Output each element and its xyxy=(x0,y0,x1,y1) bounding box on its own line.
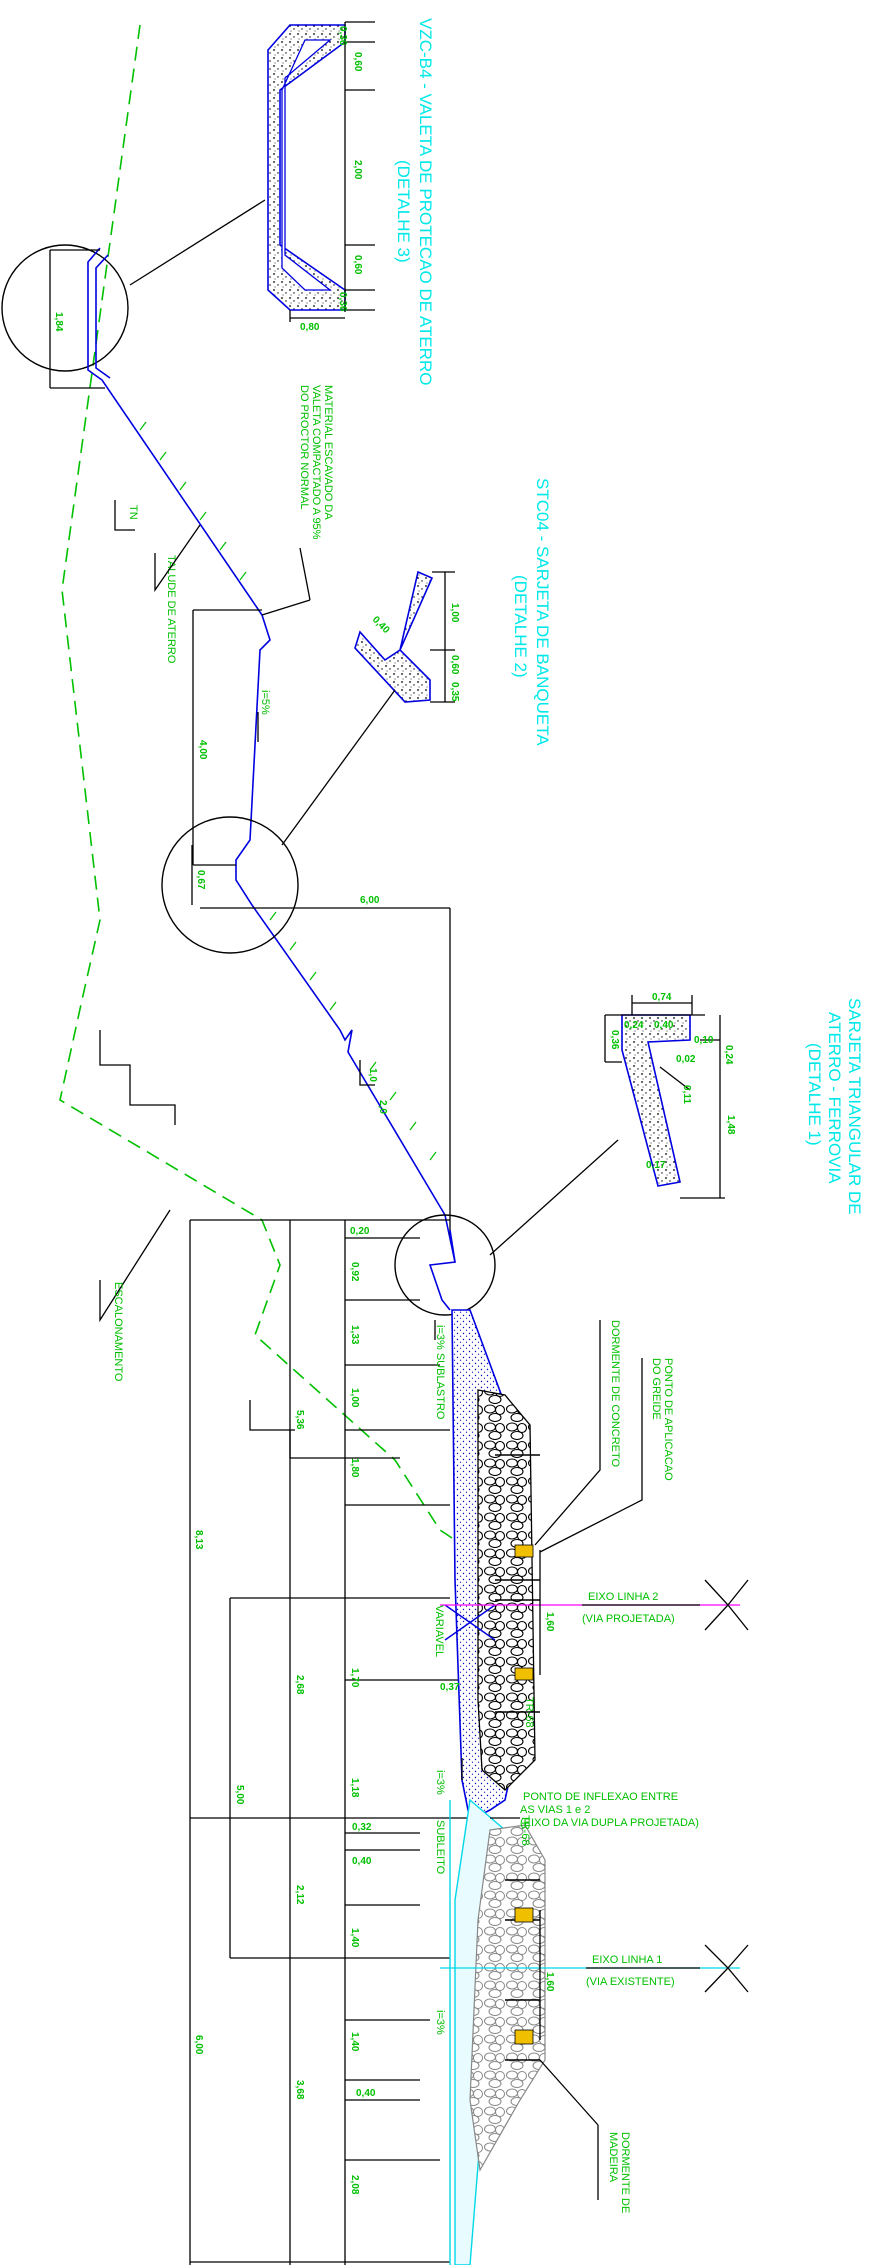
bench-dim-400: 4,00 xyxy=(197,740,208,760)
material-label-line1: MATERIAL ESCAVADO DA xyxy=(322,385,334,520)
chain-140b: 1,40 xyxy=(349,2032,360,2052)
track-line-1-structure xyxy=(454,1798,546,2265)
chain-170: 1,70 xyxy=(349,1668,360,1688)
escalonamento-label: ESCALONAMENTO xyxy=(112,1282,124,1382)
detail1-dim-017: 0,17 xyxy=(646,1160,666,1171)
gauge-dim-line1: 1,60 xyxy=(544,1972,555,1992)
chain-020: 0,20 xyxy=(350,1226,370,1237)
gauge-dim-line2: 1,60 xyxy=(544,1612,555,1632)
detail1-callout-circle xyxy=(394,1214,496,1316)
detail2-dim-060: 0,60 xyxy=(449,655,460,675)
detail2-sarjeta-drawing xyxy=(354,570,455,703)
inflexao-label-line3: (EIXO DA VIA DUPLA PROJETADA) xyxy=(520,1817,699,1829)
sublastro-label: i=3% SUBLASTRO xyxy=(434,1325,446,1420)
chain-268: 2,68 xyxy=(294,1675,305,1695)
chain-040b: 0,40 xyxy=(356,2088,376,2099)
tn-label: TN xyxy=(127,505,139,520)
chain-100: 1,00 xyxy=(349,1388,360,1408)
detail1-dim-010: 0,10 xyxy=(694,1035,714,1046)
variavel-label: VARIAVEL xyxy=(433,1605,445,1657)
detail2-callout-circle xyxy=(161,816,299,954)
detail3-dim-036-bot: 0,36 xyxy=(337,292,348,312)
slope-i3-label-b: i=3% xyxy=(434,2010,446,2035)
detail1-title-line3: (DETALHE 1) xyxy=(805,1043,824,1146)
bench-dim-600: 6,00 xyxy=(360,895,380,906)
inflexao-label-line1: PONTO DE INFLEXAO ENTRE xyxy=(523,1791,678,1803)
chain-032: 0,32 xyxy=(352,1822,372,1833)
detail3-circle-dim: 1,84 xyxy=(53,312,64,332)
chain-600: 6,00 xyxy=(193,2035,204,2055)
axis2-label-line2: (VIA PROJETADA) xyxy=(582,1613,675,1625)
chain-092: 0,92 xyxy=(349,1262,360,1282)
detail1-dim-036: 0,36 xyxy=(609,1030,620,1050)
detail1-dim-040: 0,40 xyxy=(654,1020,674,1031)
detail3-dim-080: 0,80 xyxy=(300,322,320,333)
chain-133: 1,33 xyxy=(349,1325,360,1345)
material-label-line2: VALETA COMPACTADO A 95% xyxy=(310,385,322,540)
chain-140a: 1,40 xyxy=(349,1928,360,1948)
material-label-line3: DO PROCTOR NORMAL xyxy=(298,385,310,509)
detail1-dim-011: 0,11 xyxy=(681,1085,692,1104)
detail1-dim-002: 0,02 xyxy=(676,1054,696,1065)
detail3-title-line1: VZC-B4 - VALETA DE PROTECAO DE ATERRO xyxy=(416,18,435,385)
ponto-aplicacao-line2: DO GREIDE xyxy=(650,1358,662,1420)
detail1-title-line2: ATERRO - FERROVIA xyxy=(825,1012,844,1184)
chain-368: 3,68 xyxy=(294,2080,305,2100)
detail1-dim-024: 0,24 xyxy=(624,1020,644,1031)
dimension-chain xyxy=(189,1219,490,2265)
talude-label: TALUDE DE ATERRO xyxy=(165,555,177,664)
chain-040: 0,40 xyxy=(352,1856,372,1867)
detail2-dim-100: 1,00 xyxy=(449,603,460,623)
detail3-dim-060-bot: 0,60 xyxy=(352,255,363,275)
detail2-title-line2: (DETALHE 2) xyxy=(511,575,530,678)
detail3-callout-circle xyxy=(1,244,129,372)
subleito-label: SUBLEITO xyxy=(434,1820,446,1875)
tr68-label-b: TR-68 xyxy=(519,1815,531,1846)
detail3-valeta-drawing xyxy=(267,21,375,322)
chain-118: 1,18 xyxy=(349,1778,360,1798)
detail2-dim-035: 0,35 xyxy=(449,682,460,702)
detail1-dim-074: 0,74 xyxy=(652,992,672,1003)
detail2-title-line1: STC04 - SARJETA DE BANQUETA xyxy=(533,478,552,746)
chain-813: 8,13 xyxy=(193,1530,204,1550)
inflexao-label-line2: AS VIAS 1 e 2 xyxy=(520,1804,590,1816)
chain-180: 1,80 xyxy=(349,1458,360,1478)
detail2-circle-dim: 0,67 xyxy=(195,870,206,890)
chain-212: 2,12 xyxy=(294,1885,305,1905)
axis2-label-line1: EIXO LINHA 2 xyxy=(588,1591,658,1603)
chain-536: 5,36 xyxy=(294,1410,305,1430)
ponto-aplicacao-line1: PONTO DE APLICACAO xyxy=(662,1358,674,1481)
dormente-madeira-line1: DORMENTE DE xyxy=(619,2132,631,2213)
detail1-title-line1: SARJETA TRIANGULAR DE xyxy=(845,998,864,1215)
track-line-2-structure xyxy=(444,1309,540,1822)
axis1-label-line2: (VIA EXISTENTE) xyxy=(586,1976,675,1988)
dormente-madeira-line2: MADEIRA xyxy=(607,2132,619,2183)
tr68-label-a: TR-68 xyxy=(523,1697,535,1728)
detail3-dim-036-top: 0,36 xyxy=(337,26,348,46)
dim-037: 0,37 xyxy=(440,1682,460,1693)
slope-i3-label-a: i=3% xyxy=(434,1770,446,1795)
detail1-dim-024b: 0,24 xyxy=(723,1045,734,1065)
detail2-dim-040: 0,40 xyxy=(370,614,392,636)
axis1-label-line1: EIXO LINHA 1 xyxy=(592,1954,662,1966)
slope-i5-label: i=5% xyxy=(259,690,271,715)
chain-208: 2,08 xyxy=(349,2175,360,2195)
chain-500: 5,00 xyxy=(234,1785,245,1805)
embankment-slope xyxy=(101,379,456,1263)
material-label-group: MATERIAL ESCAVADO DA VALETA COMPACTADO A… xyxy=(261,385,334,616)
slope-ratio-10: 1,0 xyxy=(367,1068,378,1082)
detail3-dim-060-top: 0,60 xyxy=(352,52,363,72)
slope-ratio-20: 2,0 xyxy=(377,1100,388,1114)
detail1-sarjeta-drawing xyxy=(604,995,725,1199)
detail3-dim-200: 2,00 xyxy=(352,160,363,180)
detail1-dim-148: 1,48 xyxy=(725,1115,736,1135)
detail3-title-line2: (DETALHE 3) xyxy=(394,160,413,263)
dormente-concreto-label: DORMENTE DE CONCRETO xyxy=(609,1320,621,1468)
